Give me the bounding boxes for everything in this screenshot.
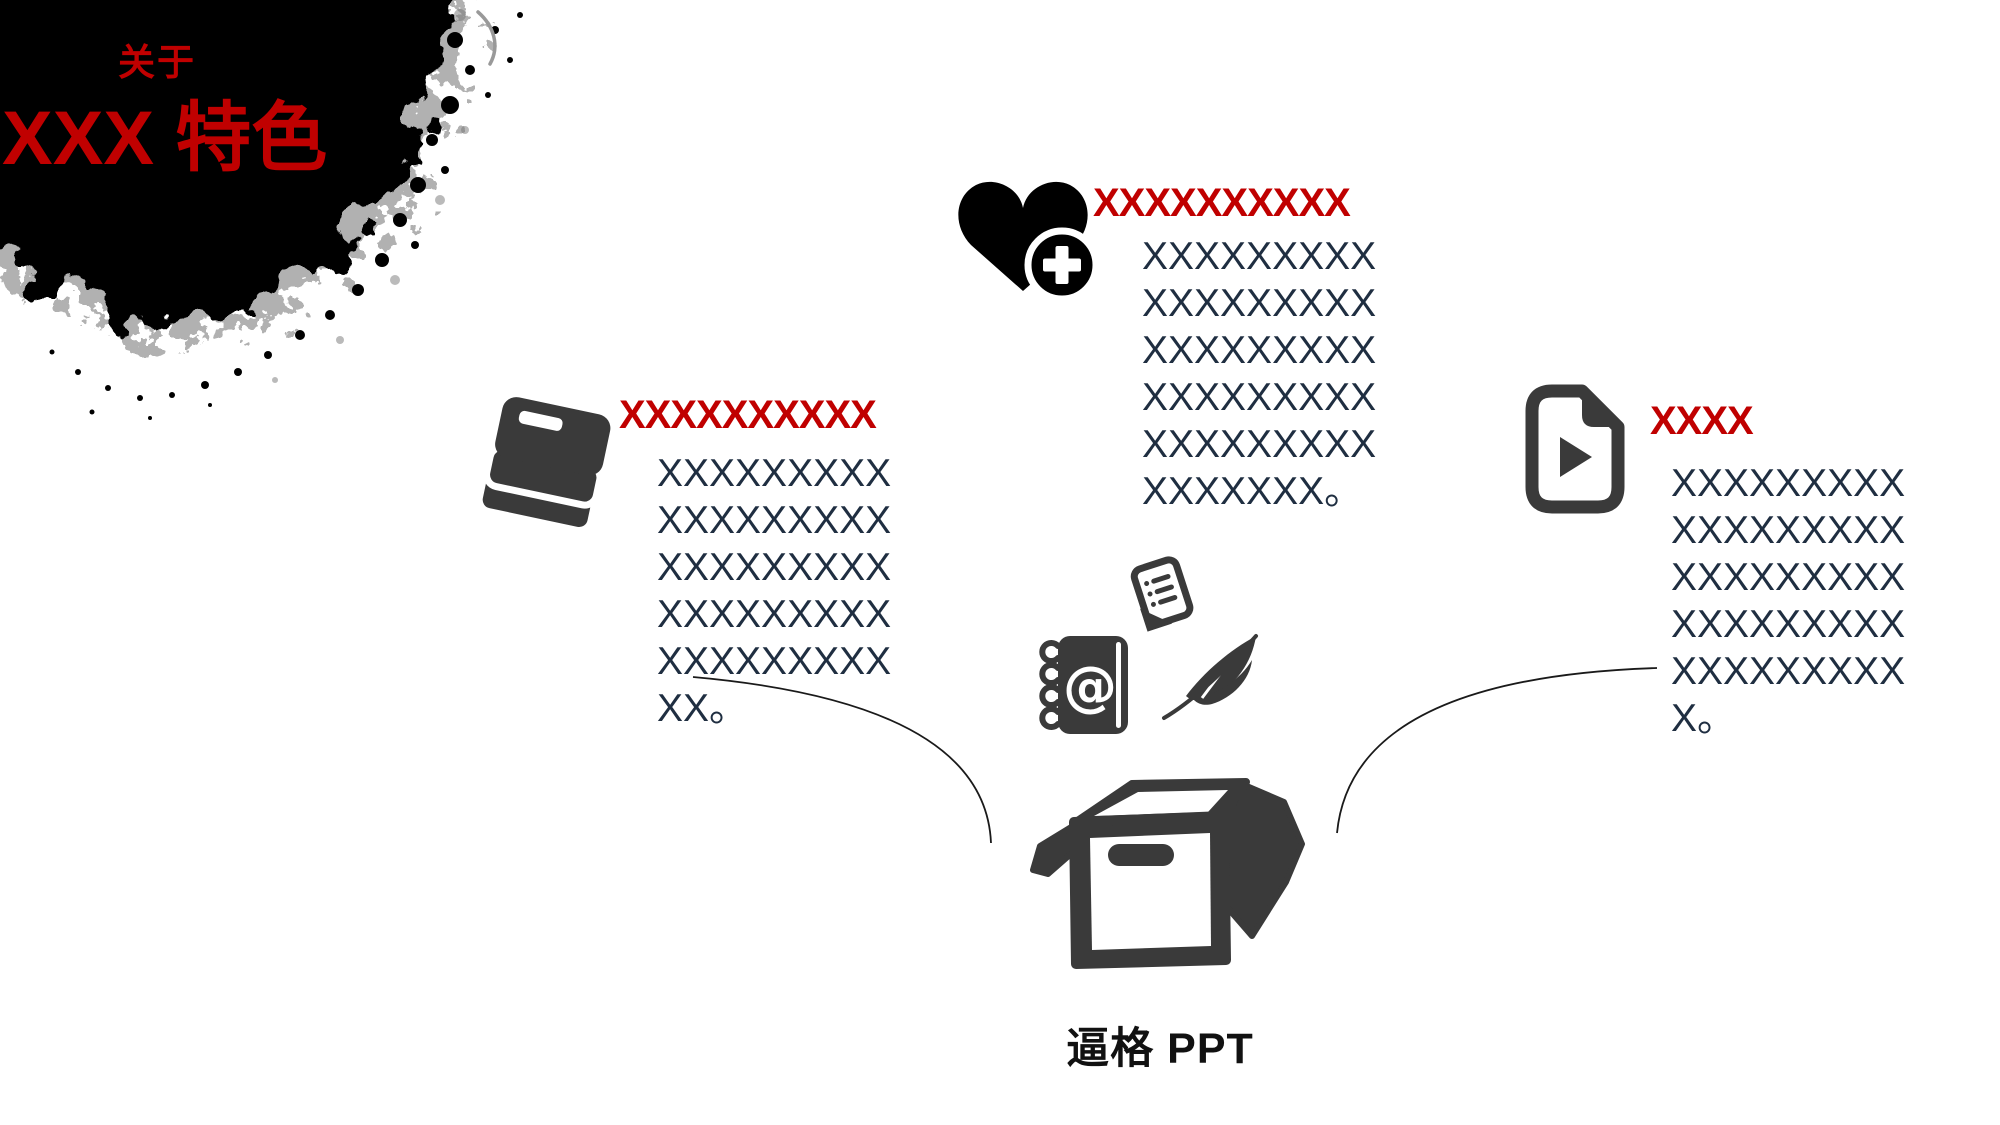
- books-icon: [475, 397, 611, 535]
- ink-spray-dots: [49, 12, 523, 420]
- eyebrow-label: 关于: [118, 42, 196, 83]
- feature-video-heading: XXXX: [1650, 399, 1754, 443]
- feather-icon: [1162, 634, 1258, 720]
- heart-plus-icon: [958, 181, 1100, 303]
- address-book-icon: @: [1039, 636, 1128, 734]
- video-file-icon: [1525, 384, 1625, 514]
- svg-text:@: @: [1063, 655, 1117, 718]
- feature-books-body: XXXXXXXXX XXXXXXXXX XXXXXXXXX XXXXXXXXX …: [657, 452, 892, 730]
- feature-heart-body: XXXXXXXXX XXXXXXXXX XXXXXXXXX XXXXXXXXX …: [1142, 235, 1377, 513]
- feature-books-heading: XXXXXXXXXX: [619, 393, 877, 437]
- note-icon: [1130, 556, 1194, 632]
- page-title: XXX 特色: [2, 96, 328, 181]
- ink-splash: [0, 0, 523, 420]
- brand-label: 逼格 PPT: [1066, 1025, 1254, 1073]
- feature-video-body: XXXXXXXXX XXXXXXXXX XXXXXXXXX XXXXXXXXX …: [1671, 462, 1906, 740]
- feature-heart-heading: XXXXXXXXXX: [1093, 181, 1351, 225]
- box-icon: [1030, 778, 1305, 969]
